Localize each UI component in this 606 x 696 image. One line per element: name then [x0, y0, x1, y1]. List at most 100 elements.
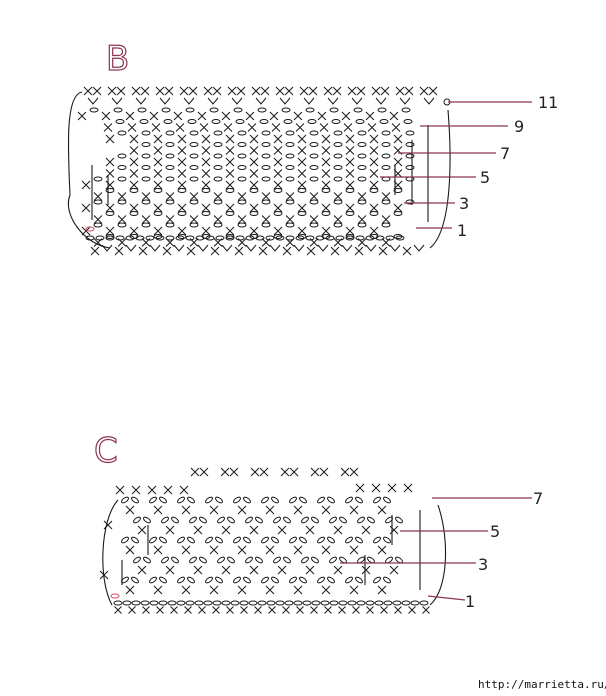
chain-stitch-symbol — [153, 211, 163, 216]
single-crochet-symbol — [201, 146, 211, 155]
chain-stitch-symbol — [131, 536, 139, 544]
single-crochet-symbol — [273, 180, 283, 190]
single-crochet-symbol — [129, 180, 139, 190]
chain-stitch-symbol — [161, 516, 169, 524]
single-crochet-symbol — [321, 157, 331, 167]
single-crochet-symbol — [177, 169, 187, 178]
chain-stitch-symbol — [155, 235, 165, 241]
chain-stitch-symbol — [149, 576, 157, 584]
single-crochet-symbol — [389, 111, 399, 121]
single-crochet-symbol — [225, 180, 235, 190]
chain-stitch-symbol — [345, 576, 353, 584]
single-crochet-symbol — [330, 246, 340, 256]
single-crochet-symbol — [321, 585, 331, 595]
single-crochet-symbol — [199, 123, 209, 132]
chain-stitch-symbol — [121, 536, 129, 544]
single-crochet-symbol — [190, 467, 200, 477]
chain-stitch-symbol — [327, 576, 335, 584]
chain-stitch-symbol — [141, 142, 151, 147]
chain-stitch-symbol — [213, 165, 223, 170]
chain-stitch-symbol — [167, 600, 177, 606]
chain-stitch-symbol — [257, 600, 267, 606]
chain-stitch-symbol — [273, 188, 283, 193]
single-crochet-symbol — [199, 467, 209, 477]
single-crochet-symbol — [249, 565, 259, 575]
chain-stitch-symbol — [141, 222, 151, 228]
single-crochet-symbol — [356, 86, 366, 96]
diagram-b-row-label: 11 — [538, 93, 558, 112]
chain-stitch-symbol — [177, 576, 185, 584]
single-crochet-symbol — [93, 192, 103, 201]
single-crochet-symbol — [247, 123, 257, 132]
chain-stitch-symbol — [405, 176, 415, 182]
chain-stitch-symbol — [165, 165, 175, 170]
single-crochet-symbol — [125, 505, 135, 515]
single-crochet-symbol — [77, 111, 87, 121]
chain-stitch-symbol — [137, 107, 147, 113]
chain-stitch-symbol — [271, 536, 279, 544]
single-crochet-symbol — [221, 525, 231, 535]
chain-stitch-symbol — [401, 107, 411, 113]
chain-stitch-symbol — [235, 235, 245, 241]
chain-stitch-symbol — [356, 600, 366, 606]
single-crochet-symbol — [114, 606, 122, 614]
single-crochet-symbol — [402, 246, 412, 256]
single-crochet-symbol — [332, 86, 342, 96]
single-crochet-symbol — [369, 180, 379, 190]
chain-stitch-symbol — [189, 142, 199, 147]
chain-stitch-symbol — [233, 496, 241, 504]
single-crochet-symbol — [131, 86, 141, 96]
chain-stitch-symbol — [309, 165, 319, 170]
single-crochet-symbol — [170, 606, 178, 614]
single-crochet-symbol — [127, 123, 137, 132]
single-crochet-symbol — [105, 203, 115, 213]
chain-stitch-symbol — [367, 556, 375, 564]
chain-stitch-symbol — [227, 556, 235, 564]
single-crochet-symbol — [153, 585, 163, 595]
chain-stitch-symbol — [135, 235, 145, 241]
chain-stitch-symbol — [302, 600, 312, 606]
single-crochet-symbol — [305, 565, 315, 575]
chain-stitch-symbol — [357, 130, 367, 136]
chain-stitch-symbol — [189, 516, 197, 524]
single-crochet-symbol — [223, 123, 233, 132]
chain-stitch-symbol — [273, 556, 281, 564]
chain-stitch-symbol — [199, 516, 207, 524]
single-crochet-symbol — [273, 203, 283, 213]
turning-line — [102, 499, 119, 606]
single-crochet-symbol — [212, 606, 220, 614]
chain-stitch-symbol — [129, 211, 139, 216]
chain-stitch-symbol — [261, 153, 271, 159]
chain-stitch-symbol — [149, 600, 159, 606]
chain-stitch-symbol — [185, 107, 195, 113]
chain-stitch-symbol — [383, 600, 393, 606]
single-crochet-symbol — [105, 180, 115, 190]
chain-stitch-symbol — [201, 188, 211, 193]
chain-stitch-symbol — [171, 516, 179, 524]
single-crochet-symbol — [142, 606, 150, 614]
chain-stitch-symbol — [117, 165, 127, 170]
single-crochet-symbol — [367, 123, 377, 132]
chain-stitch-symbol — [381, 222, 391, 228]
chain-stitch-symbol — [345, 234, 355, 239]
chain-stitch-symbol — [233, 576, 241, 584]
chain-stitch-symbol — [165, 199, 175, 205]
chain-stitch-symbol — [261, 576, 269, 584]
increase-symbol — [303, 97, 315, 105]
single-crochet-symbol — [297, 169, 307, 178]
chain-stitch-symbol — [333, 142, 343, 147]
chain-stitch-symbol — [345, 536, 353, 544]
increase-symbol — [423, 97, 435, 105]
single-crochet-symbol — [273, 157, 283, 167]
single-crochet-symbol — [175, 123, 185, 132]
single-crochet-symbol — [201, 226, 211, 236]
single-crochet-symbol — [193, 525, 203, 535]
single-crochet-symbol — [165, 525, 175, 535]
single-crochet-symbol — [389, 525, 399, 535]
chain-stitch-symbol — [115, 235, 125, 241]
turning-line — [429, 109, 451, 249]
chain-stitch-symbol — [345, 496, 353, 504]
chain-stitch-symbol — [301, 516, 309, 524]
chain-stitch-symbol — [299, 496, 307, 504]
